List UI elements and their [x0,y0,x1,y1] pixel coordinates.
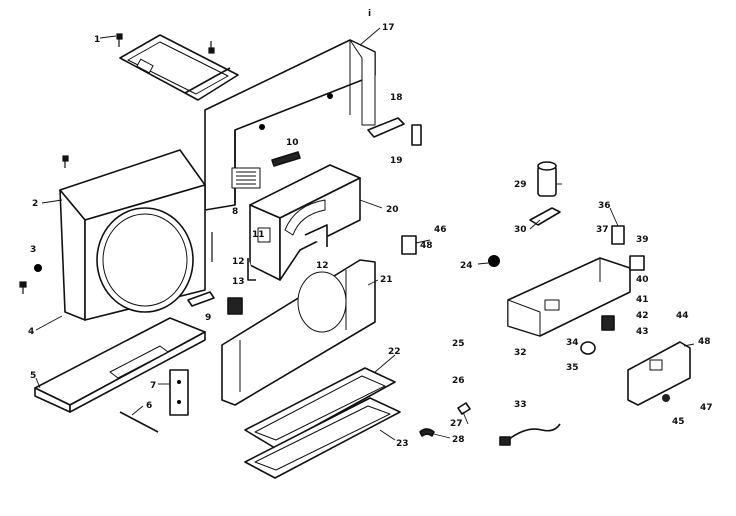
top-cover-plate [119,34,239,101]
callout-32: 32 [514,348,527,358]
callout-35: 35 [566,363,579,373]
callout-10: 10 [286,138,299,148]
callout-6: 6 [146,401,152,411]
callout-13: 13 [232,277,245,287]
hose-clip [419,428,435,437]
control-panel-48 [627,341,691,406]
callout-28: 28 [452,435,465,445]
callout-3: 3 [30,245,36,255]
washer [34,264,42,272]
callout-25: 25 [452,339,465,349]
callout-24: 24 [460,261,473,271]
screw-top-left [116,33,123,47]
callout-30: 30 [514,225,527,235]
relay-40 [629,255,645,271]
callout-36: 36 [598,201,611,211]
callout-43: 43 [636,327,649,337]
callout-39: 39 [636,235,649,245]
callout-12a: 12 [232,257,245,267]
switch-36 [611,225,625,245]
control-box [507,257,631,337]
callout-20: 20 [386,205,399,215]
seal-strip [367,117,405,138]
callout-4: 4 [28,327,34,337]
callout-21: 21 [380,275,393,285]
rod [119,411,159,433]
callout-labels: 1 2 3 4 5 6 7 8 9 10 11 12 12 13 17 18 1… [28,9,713,449]
screw-housing-top [62,155,69,168]
stray-mark: i [368,9,371,19]
power-cord [499,423,561,446]
callout-26: 26 [452,376,465,386]
callout-19: 19 [390,156,403,166]
callout-29: 29 [514,180,527,190]
latch [457,402,471,415]
callout-41: 41 [636,295,649,305]
small-bracket [411,124,422,146]
callout-45: 45 [672,417,685,427]
mount-bracket [187,291,215,307]
screw-top-middle [208,41,215,54]
callout-12b: 12 [316,261,329,271]
callout-7: 7 [150,381,156,391]
callout-23: 23 [396,439,409,449]
drain-tray-lower [244,397,401,479]
callout-48b: 48 [420,241,433,251]
callout-37: 37 [596,225,609,235]
callout-34: 34 [566,338,579,348]
callout-8: 8 [232,207,238,217]
base-pan [34,317,206,413]
callout-17: 17 [382,23,395,33]
control-bracket [529,207,561,226]
callout-46: 46 [434,225,447,235]
callout-47: 47 [700,403,713,413]
clip-right [304,224,328,247]
escutcheon-46 [401,235,417,255]
blower-housing [249,164,361,281]
filter-bar [271,151,301,167]
callout-1: 1 [94,35,100,45]
callout-2: 2 [32,199,38,209]
cabinet-shell [204,39,376,211]
callout-44: 44 [676,311,689,321]
side-bracket [169,369,189,416]
callout-27: 27 [450,419,463,429]
callout-42: 42 [636,311,649,321]
callout-5: 5 [30,371,36,381]
callout-48a: 48 [698,337,711,347]
leader-lines [35,27,695,441]
cam-35 [580,341,596,355]
callout-33: 33 [514,400,527,410]
control-knob-shaft [537,161,557,197]
condenser-housing [59,149,206,321]
callout-9: 9 [205,313,211,323]
callout-11: 11 [252,230,265,240]
grommet-24 [488,255,500,267]
clip-left [247,258,256,281]
callout-18: 18 [390,93,403,103]
callout-40: 40 [636,275,649,285]
thermostat-41 [601,315,615,331]
partition-panel [221,259,376,406]
drain-tray-upper [244,367,396,449]
capacitor [227,297,243,315]
callout-22: 22 [388,347,401,357]
screw-side [19,281,27,294]
